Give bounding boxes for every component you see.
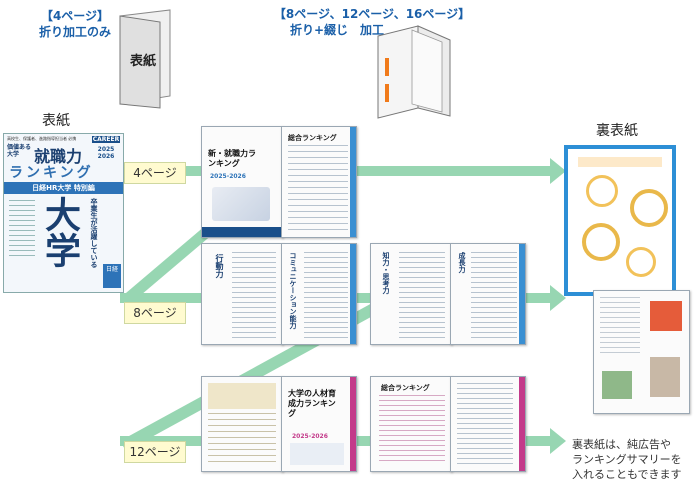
cover-big-char: 大学 [39,196,80,268]
multi-page-subtitle: 折り+綴じ 加工 [289,23,385,37]
stapled-booklet-icon [377,25,451,119]
students-illustration [212,187,270,221]
row2-p2-title: コミュニケーション能力 [289,252,297,329]
row2-page-3: 知力・思考力 [370,243,452,345]
cover-top-line: 高校生、保護者、進路指導担当者 必携 [7,136,77,141]
row2-page-2: コミュニケーション能力 [281,243,357,345]
row2-p3-title: 知力・思考力 [382,252,390,294]
row3-page-2: 大学の人材育成力ランキング 2025-2026 [281,376,357,472]
row3-p2-title: 大学の人材育成力ランキング [288,389,336,418]
cover-logo: 日経 [103,264,121,288]
row1-left-title: 新・就職力ランキング [208,149,256,168]
cover-years: 2025 2026 [97,146,115,160]
cover-title-2: 就職力 [34,147,83,166]
row1-left-years: 2025-2026 [210,173,246,180]
row2-p1-title: 行動力 [215,254,224,278]
row1-right-page: 総合ランキング [281,126,357,238]
cover-ranking-list [9,200,35,260]
row2-page-4: 成長力 [450,243,526,345]
tag-8-pages: 8ページ [124,302,186,324]
row2-p4-title: 成長力 [458,252,466,273]
four-page-title: 【4ページ】 [40,9,110,23]
cover-page: 高校生、保護者、進路指導担当者 必携 CAREER 2025 2026 価値ある… [3,133,124,293]
tag-4-pages: 4ページ [124,162,186,184]
row3-page-1 [201,376,283,472]
row3-p3-title: 総合ランキング [381,384,430,392]
row2-page-1: 行動力 [201,243,283,345]
row3-page-4 [450,376,526,472]
row3-page-3: 総合ランキング [370,376,452,472]
cover-band: 日経HR大学 特別編 [4,182,123,194]
back-cover-note: 裏表紙は、純広告や ランキングサマリーを 入れることもできます [572,438,682,481]
cover-title-1: 価値ある大学 [7,144,32,158]
tag-12-pages: 12ページ [124,441,186,463]
cover-heading: 表紙 [42,113,70,129]
four-page-subtitle: 折り加工のみ [38,25,111,39]
cover-side-text: 卒業生が活躍している [90,198,98,268]
back-cover-heading: 裏表紙 [596,123,638,139]
folded-booklet-icon [119,9,171,109]
row1-left-page: 新・就職力ランキング 2025-2026 [201,126,283,238]
booklet-label: 表紙 [130,54,157,69]
cover-brand: CAREER [92,136,120,143]
back-cover-advert [593,290,690,414]
back-cover-summary [564,145,676,296]
row1-right-title: 総合ランキング [288,134,337,142]
cover-title-3: ランキング [9,165,94,181]
row3-p2-years: 2025-2026 [292,433,328,440]
multi-page-title: 【8ページ、12ページ、16ページ】 [273,7,471,21]
